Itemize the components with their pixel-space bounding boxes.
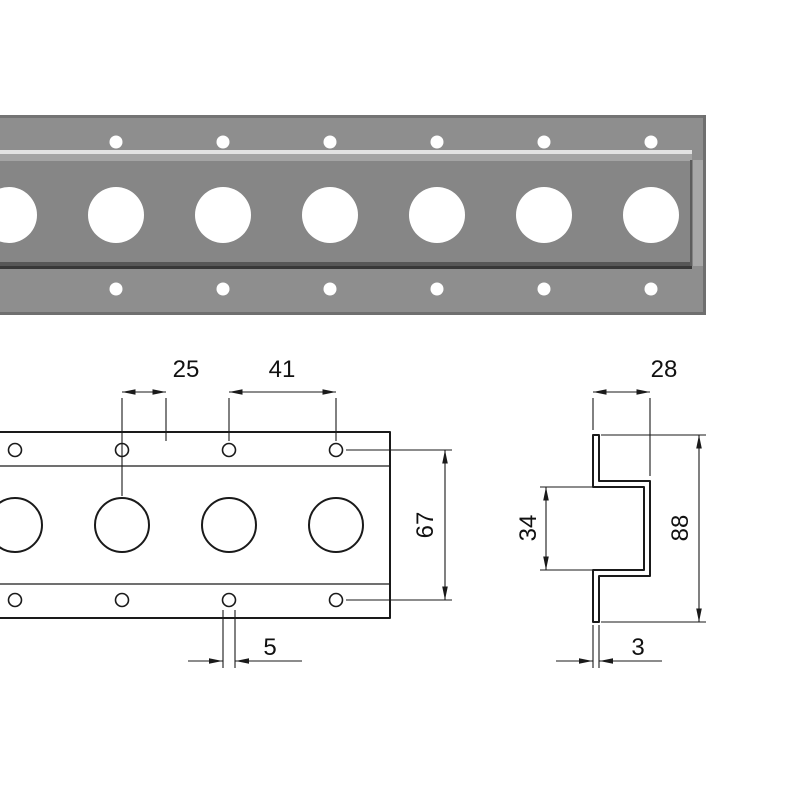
- small-hole: [221, 442, 237, 458]
- dimension-label-67: 67: [412, 512, 439, 539]
- rendered-small-holes-bottom-row: [109, 282, 658, 296]
- dimension-67: 67: [346, 449, 452, 601]
- rail-top-edge: [0, 115, 706, 118]
- small-hole: [537, 135, 551, 149]
- large-hole: [0, 497, 43, 553]
- rail-end-face: [692, 160, 706, 266]
- dimension-label-5: 5: [263, 634, 276, 661]
- small-hole: [328, 442, 344, 458]
- small-hole: [7, 592, 23, 608]
- dimension-label-28: 28: [651, 356, 678, 383]
- small-hole: [216, 135, 230, 149]
- large-hole: [0, 187, 37, 243]
- dimension-label-3: 3: [631, 634, 644, 661]
- dimension-label-88: 88: [667, 515, 694, 542]
- section-profile: [592, 434, 651, 623]
- large-hole: [88, 187, 144, 243]
- small-hole: [7, 442, 23, 458]
- front-small-holes-top-row: [7, 442, 344, 458]
- rendered-small-holes-top-row: [109, 135, 658, 149]
- large-hole: [195, 187, 251, 243]
- dimension-label-34: 34: [515, 515, 542, 542]
- small-hole: [430, 135, 444, 149]
- rail-right-end-line: [703, 115, 706, 315]
- small-hole: [109, 282, 123, 296]
- dimension-41: 41: [228, 356, 337, 441]
- small-hole: [323, 282, 337, 296]
- dimension-label-41: 41: [269, 356, 296, 383]
- large-hole: [302, 187, 358, 243]
- front-small-holes-bottom-row: [7, 592, 344, 608]
- large-hole: [623, 187, 679, 243]
- small-hole: [537, 282, 551, 296]
- dimension-3: 3: [556, 625, 662, 668]
- rail-front-view: 25 41 67 5: [0, 356, 452, 668]
- large-hole: [94, 497, 150, 553]
- small-hole: [323, 135, 337, 149]
- rail-bottom-edge: [0, 312, 706, 315]
- large-hole: [409, 187, 465, 243]
- small-hole: [114, 592, 130, 608]
- rail-bend-highlight-shade: [0, 154, 692, 161]
- rendered-large-holes-row: [0, 187, 679, 243]
- dimension-5: 5: [188, 610, 302, 668]
- rail-groove: [0, 262, 692, 267]
- large-hole: [201, 497, 257, 553]
- small-hole: [328, 592, 344, 608]
- rail-end-edge: [690, 160, 693, 266]
- front-large-holes-row: [0, 497, 364, 553]
- small-hole: [644, 282, 658, 296]
- dimension-label-25: 25: [173, 356, 200, 383]
- rail-rendered-view: [0, 115, 706, 315]
- front-outline: [0, 431, 391, 619]
- small-hole: [221, 592, 237, 608]
- rail-section-view: 28 88 34 3: [515, 356, 706, 668]
- small-hole: [216, 282, 230, 296]
- dimension-28: 28: [592, 356, 678, 476]
- large-hole: [308, 497, 364, 553]
- small-hole: [430, 282, 444, 296]
- dimension-25: 25: [121, 356, 200, 496]
- small-hole: [644, 135, 658, 149]
- dimension-34: 34: [515, 486, 641, 571]
- rail-bend-highlight: [0, 150, 692, 154]
- dimension-88: 88: [601, 434, 706, 623]
- large-hole: [516, 187, 572, 243]
- rail-groove-shadow: [0, 266, 692, 269]
- small-hole: [109, 135, 123, 149]
